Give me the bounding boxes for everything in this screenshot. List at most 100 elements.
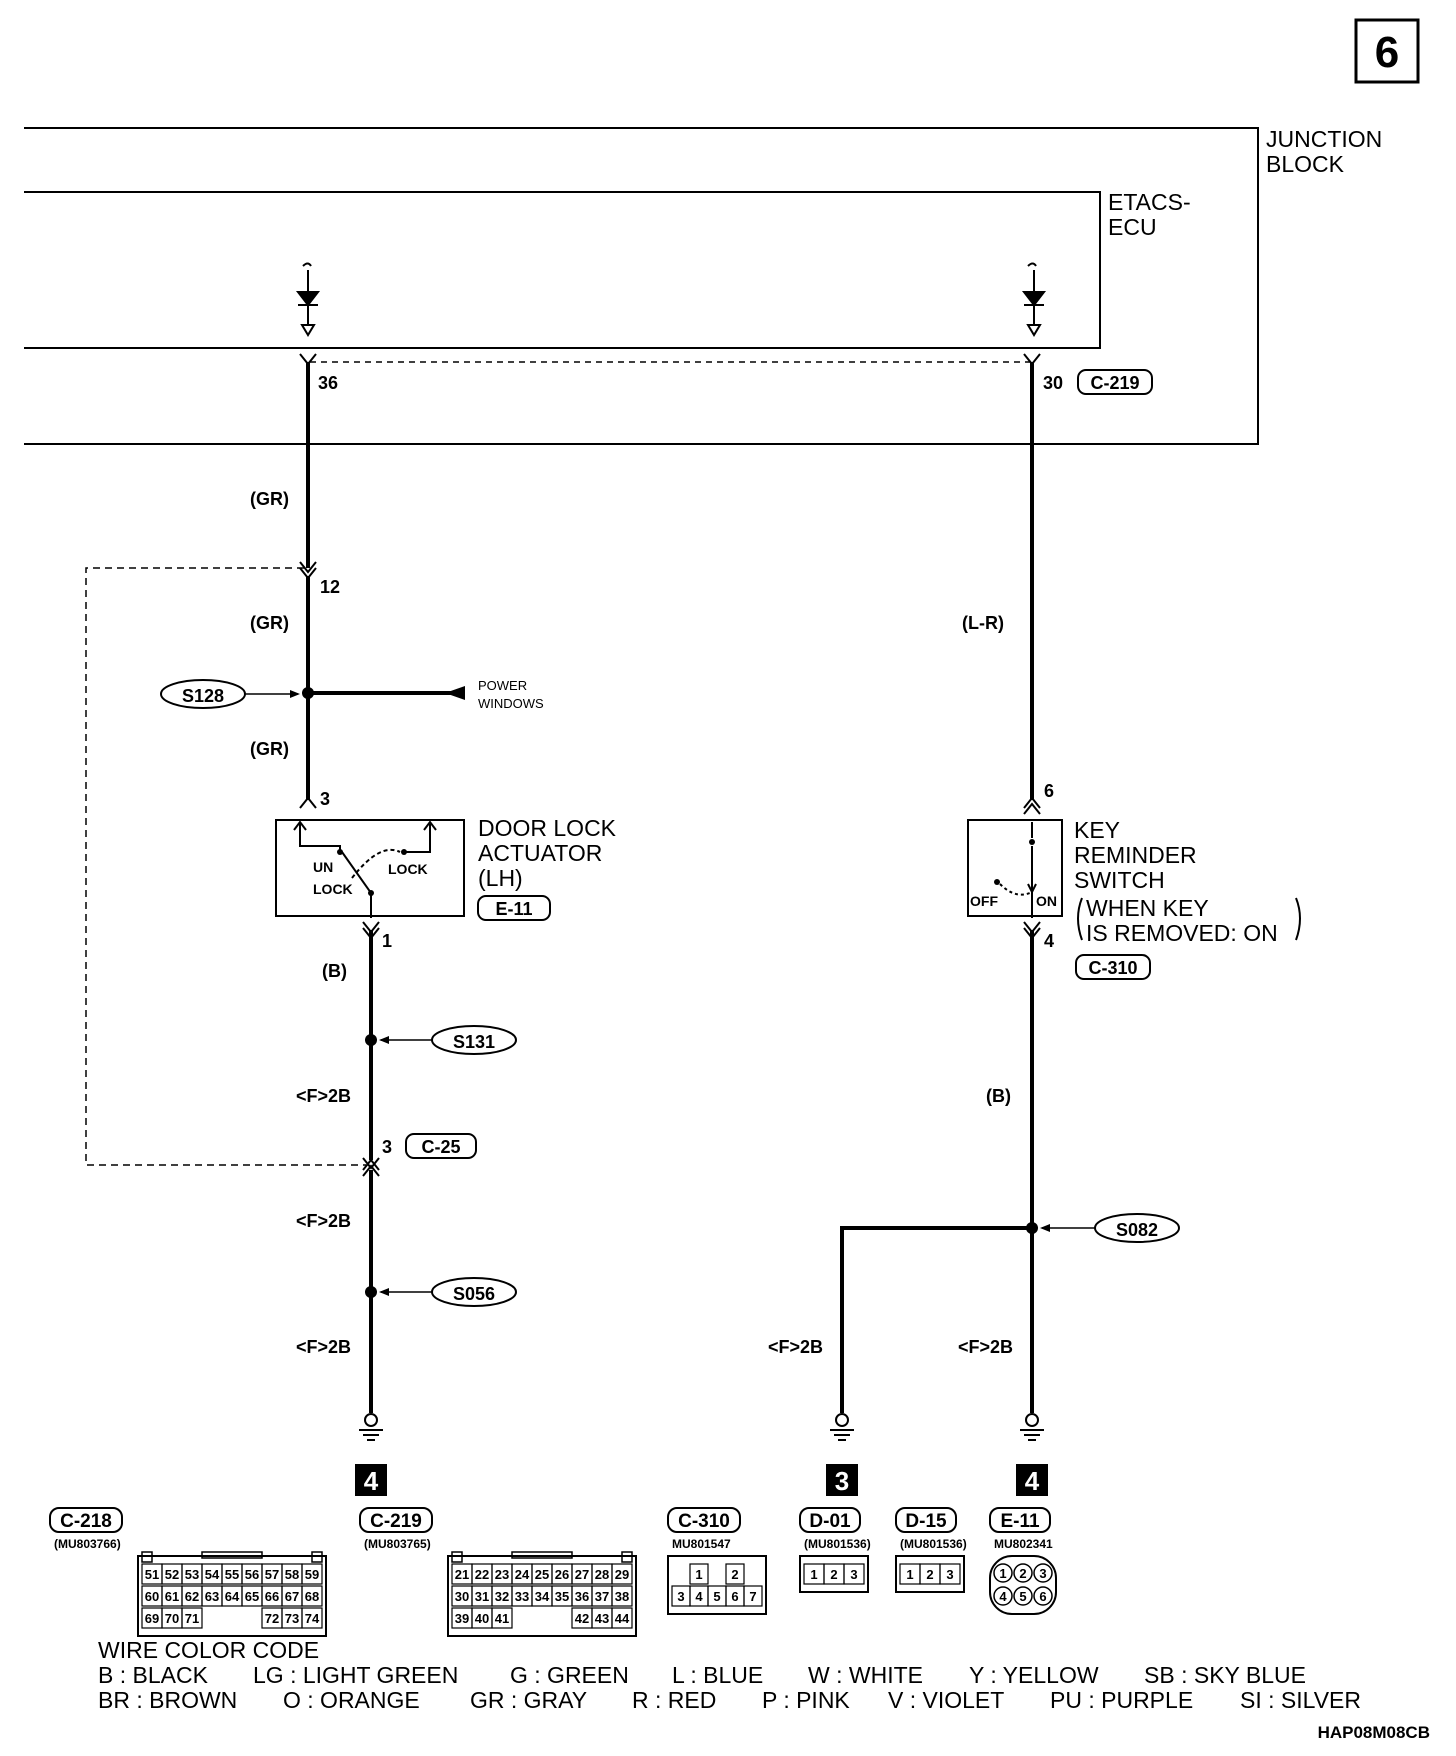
connector-part-number: (MU801536) bbox=[900, 1537, 967, 1551]
ground-right-left-number: 3 bbox=[835, 1466, 849, 1496]
connector-pin-label: 62 bbox=[185, 1589, 199, 1604]
connector-pin-label: 72 bbox=[265, 1611, 279, 1626]
connector-shell bbox=[799, 1555, 869, 1593]
unlock-line1: UN bbox=[313, 859, 333, 875]
connector-pin-label: 39 bbox=[455, 1611, 469, 1626]
actuator-pivot bbox=[368, 890, 374, 896]
wire-lr: (L-R) bbox=[962, 613, 1004, 633]
junction-block-outline bbox=[24, 127, 1259, 445]
connector-pin-label: 23 bbox=[495, 1567, 509, 1582]
connector-pin bbox=[301, 1607, 323, 1629]
terminal-4: 4 bbox=[1044, 931, 1054, 951]
diode-left bbox=[295, 262, 321, 337]
connector-pin bbox=[301, 1563, 323, 1585]
connector-pin-label: 53 bbox=[185, 1567, 199, 1582]
connector-latch bbox=[141, 1551, 153, 1563]
connector-tag-box bbox=[799, 1507, 861, 1533]
connector-pin bbox=[1033, 1563, 1053, 1583]
wire-color-entry: B : BLACK bbox=[98, 1662, 209, 1688]
connector-pin-label: 2 bbox=[1019, 1566, 1026, 1581]
wire-color-entry: GR : GRAY bbox=[470, 1687, 587, 1713]
connector-pin bbox=[993, 1586, 1013, 1606]
connector-key bbox=[201, 1551, 263, 1559]
connector-pin bbox=[743, 1585, 763, 1607]
off-label: OFF bbox=[970, 893, 998, 909]
connector-pin-label: 38 bbox=[615, 1589, 629, 1604]
wire-f2b-2: <F>2B bbox=[296, 1211, 351, 1231]
connector-pin bbox=[491, 1607, 513, 1629]
connector-latch bbox=[451, 1551, 463, 1563]
connector-pin-label: 4 bbox=[999, 1589, 1007, 1604]
connector-pin-label: 2 bbox=[830, 1567, 837, 1582]
connector-pin-label: 57 bbox=[265, 1567, 279, 1582]
wire-color-entry: O : ORANGE bbox=[283, 1687, 420, 1713]
connector-shell bbox=[895, 1555, 965, 1593]
connector-part-number: (MU803766) bbox=[54, 1537, 121, 1551]
connector-tag-box bbox=[989, 1507, 1051, 1533]
power-windows-line2: WINDOWS bbox=[478, 696, 544, 711]
splice-dot-s056 bbox=[365, 1286, 377, 1298]
connector-pin-label: 54 bbox=[205, 1567, 220, 1582]
connector-pin-label: 61 bbox=[165, 1589, 179, 1604]
connector-pin-label: 56 bbox=[245, 1567, 259, 1582]
actuator-contact-unlock bbox=[337, 849, 343, 855]
connector-pin-label: 24 bbox=[515, 1567, 530, 1582]
wire-f2b-3: <F>2B bbox=[296, 1337, 351, 1357]
key-switch-symbol bbox=[999, 822, 1037, 918]
terminal-30: 30 bbox=[1043, 373, 1063, 393]
wire-color-entry: BR : BROWN bbox=[98, 1687, 237, 1713]
connector-pin-label: 43 bbox=[595, 1611, 609, 1626]
connector-pin-label: 2 bbox=[926, 1567, 933, 1582]
connector-tag-box bbox=[49, 1507, 123, 1533]
etacs-ecu-outline bbox=[24, 191, 1101, 349]
connector-pin-label: 26 bbox=[555, 1567, 569, 1582]
actuator-line1: DOOR LOCK bbox=[478, 815, 617, 841]
connector-latch bbox=[311, 1551, 323, 1563]
wire-f2b-1: <F>2B bbox=[296, 1086, 351, 1106]
connector-pin-label: 3 bbox=[946, 1567, 953, 1582]
connector-part-number: MU802341 bbox=[994, 1537, 1053, 1551]
connector-pin-label: 58 bbox=[285, 1567, 299, 1582]
lock-label: LOCK bbox=[388, 861, 428, 877]
connector-pin-label: 31 bbox=[475, 1589, 489, 1604]
key-reminder-switch-box bbox=[967, 819, 1063, 917]
connector-pin-label: 7 bbox=[749, 1589, 756, 1604]
connector-pin-label: 3 bbox=[850, 1567, 857, 1582]
splice-dot-s128 bbox=[302, 687, 314, 699]
connector-pin-label: 66 bbox=[265, 1589, 279, 1604]
actuator-connector: E-11 bbox=[495, 899, 532, 919]
etacs-line1: ETACS- bbox=[1108, 189, 1191, 215]
connector-pin-label: 41 bbox=[495, 1611, 509, 1626]
connector-pin-label: 64 bbox=[225, 1589, 240, 1604]
wire-color-entry: L : BLUE bbox=[672, 1662, 763, 1688]
connector-pin bbox=[301, 1585, 323, 1607]
connector-pin-label: 51 bbox=[145, 1567, 159, 1582]
ground-right-left-marker bbox=[826, 1464, 858, 1496]
splice-dot-s131 bbox=[365, 1034, 377, 1046]
connector-pin-label: 52 bbox=[165, 1567, 179, 1582]
connector-pin-label: 65 bbox=[245, 1589, 259, 1604]
actuator-line3: (LH) bbox=[478, 865, 523, 891]
connector-pin-label: 69 bbox=[145, 1611, 159, 1626]
connector-pin-label: 1 bbox=[810, 1567, 817, 1582]
switch-connector: C-310 bbox=[1088, 958, 1137, 978]
connector-pin bbox=[939, 1563, 961, 1585]
key-switch-contact-off bbox=[994, 879, 1000, 885]
connector-pin-label: 25 bbox=[535, 1567, 549, 1582]
connector-pin-label: 6 bbox=[1039, 1589, 1046, 1604]
right-wire bbox=[840, 362, 1034, 1413]
junction-block-line1: JUNCTION bbox=[1266, 126, 1382, 152]
wire-color-entry: LG : LIGHT GREEN bbox=[253, 1662, 458, 1688]
wire-color-code-title: WIRE COLOR CODE bbox=[98, 1637, 319, 1663]
connector-pin-label: 70 bbox=[165, 1611, 179, 1626]
wire-color-entry: V : VIOLET bbox=[888, 1687, 1004, 1713]
page-number-box bbox=[1354, 18, 1420, 84]
